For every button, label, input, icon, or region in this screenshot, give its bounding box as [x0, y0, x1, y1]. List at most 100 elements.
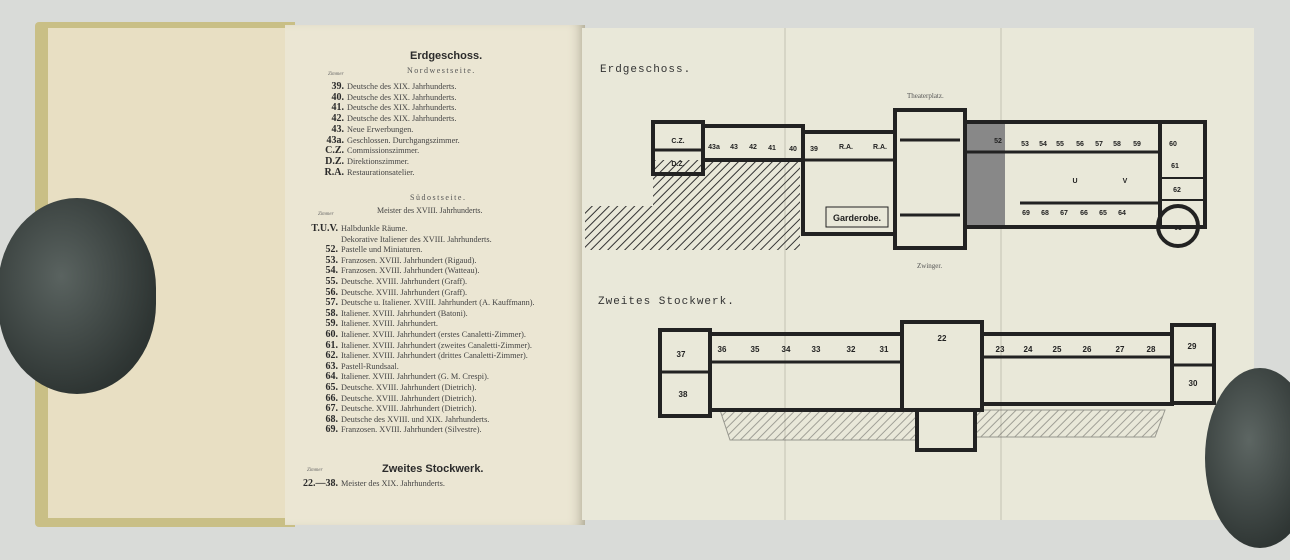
paperweight-right: [1205, 368, 1290, 548]
room-label: 54: [1039, 141, 1047, 148]
hatched-courtyard: [585, 160, 800, 250]
so-heading: Südostseite.: [410, 193, 467, 202]
room-number: 40.: [331, 91, 345, 103]
left-page: [285, 25, 585, 525]
room-label: 59: [1133, 141, 1141, 148]
room-label: 34: [782, 345, 791, 354]
room-description: Deutsche des XIX. Jahrhunderts.: [347, 92, 457, 102]
room-description: Franzosen. XVIII. Jahrhundert (Rigaud).: [341, 255, 477, 265]
room-label: U: [1072, 178, 1077, 185]
room-entry: 40.Deutsche des XIX. Jahrhunderts.: [300, 91, 457, 103]
room-label: 67: [1060, 210, 1068, 217]
room-entry: 66.Deutsche. XVIII. Jahrhundert (Dietric…: [300, 392, 477, 404]
paperweight-left: [0, 198, 156, 394]
room-number: 59.: [325, 318, 339, 330]
room-number: D.Z.: [325, 155, 344, 167]
room-label: 43a: [708, 144, 720, 151]
fold-line: [1000, 28, 1002, 520]
room-entry: Dekorative Italiener des XVIII. Jahrhund…: [300, 235, 492, 245]
room-description: Meister des XIX. Jahrhunderts.: [341, 479, 445, 488]
room-entry: C.Z.Commissionszimmer.: [300, 146, 419, 156]
nw-heading: Nordwestseite.: [407, 66, 476, 75]
room-number: 41.: [331, 102, 345, 114]
plan-ground-title: Erdgeschoss.: [600, 64, 692, 76]
room-description: Italiener. XVIII. Jahrhundert (zweites C…: [341, 340, 532, 350]
room-label: 27: [1116, 345, 1125, 354]
room-number: R.A.: [324, 166, 344, 178]
ground-floor-title: Erdgeschoss.: [410, 50, 483, 62]
room-label: 66: [1080, 210, 1088, 217]
room-label: 53: [1021, 141, 1029, 148]
room-description: Direktionszimmer.: [347, 156, 409, 166]
room-description: Deutsche. XVIII. Jahrhundert (Dietrich).: [341, 383, 477, 392]
room-label: 62: [1173, 187, 1181, 194]
room-description: Franzosen. XVIII. Jahrhundert (Silvestre…: [341, 425, 482, 435]
room-number: 42.: [331, 113, 345, 125]
second-floor-plan: [658, 320, 1216, 452]
room-entry: 41.Deutsche des XIX. Jahrhunderts.: [300, 102, 457, 114]
room-entry: 39.Deutsche des XIX. Jahrhunderts.: [300, 82, 457, 92]
room-label: 39: [810, 146, 818, 153]
room-label: 40: [789, 146, 797, 153]
room-description: Halbdunkle Räume.: [341, 224, 408, 233]
room-entry: 54.Franzosen. XVIII. Jahrhundert (Wattea…: [300, 266, 480, 276]
room-description: Italiener. XVIII. Jahrhundert.: [341, 319, 438, 329]
room-entry: 56.Deutsche. XVIII. Jahrhundert (Graff).: [300, 286, 468, 298]
room-entry: 68.Deutsche des XVIII. und XIX. Jahrhund…: [300, 414, 490, 425]
room-number: 22.—38.: [303, 478, 338, 489]
room-label: 28: [1147, 345, 1156, 354]
room-number: 67.: [325, 403, 339, 415]
room-number: 58.: [325, 307, 339, 319]
room-label: 24: [1024, 345, 1033, 354]
room-entry: 58.Italiener. XVIII. Jahrhundert (Batoni…: [300, 307, 468, 319]
room-description: Dekorative Italiener des XVIII. Jahrhund…: [341, 234, 492, 244]
fold-line: [784, 28, 786, 520]
room-number: 60.: [325, 329, 339, 340]
room-number: 64.: [325, 371, 339, 383]
room-label: 55: [1056, 141, 1064, 148]
room-description: Deutsche des XIX. Jahrhunderts.: [347, 82, 457, 91]
room-label: 37: [677, 350, 686, 359]
room-number: 66.: [325, 392, 339, 404]
room-label: 43: [730, 144, 738, 151]
room-label: 57: [1095, 141, 1103, 148]
room-number: 55.: [325, 276, 339, 287]
second-floor-title: Zweites Stockwerk.: [382, 463, 484, 475]
room-number: T.U.V.: [311, 223, 338, 234]
room-number: 61.: [325, 339, 339, 351]
room-number: 63.: [325, 360, 339, 372]
room-entry: D.Z.Direktionszimmer.: [300, 155, 409, 167]
room-entry: 59.Italiener. XVIII. Jahrhundert.: [300, 318, 439, 330]
zimmer-label: Zimmer: [307, 468, 323, 473]
room-number: 69.: [325, 424, 339, 436]
room-description: Geschlossen. Durchgangszimmer.: [347, 135, 460, 145]
room-label: 52: [994, 138, 1002, 145]
room-number: 56.: [325, 286, 339, 298]
room-label: 29: [1188, 342, 1197, 351]
room-label: 30: [1189, 379, 1198, 388]
room-entry: 52.Pastelle und Miniaturen.: [300, 245, 423, 255]
room-label: C.Z.: [671, 138, 684, 145]
room-number: 57.: [325, 297, 339, 309]
room-label: 38: [679, 390, 688, 399]
zwinger-label: Zwinger.: [917, 262, 943, 270]
room-label: 58: [1113, 141, 1121, 148]
room-number: 43a.: [326, 134, 345, 146]
garderobe-room: [825, 206, 889, 228]
room-label: 42: [749, 144, 757, 151]
room-label: 35: [751, 345, 760, 354]
room-description: Italiener. XVIII. Jahrhundert (Batoni).: [341, 308, 468, 318]
room-description: Deutsche des XIX. Jahrhunderts.: [347, 103, 457, 113]
room-description: Deutsche u. Italiener. XVIII. Jahrhunder…: [341, 298, 535, 308]
zimmer-label: Zimmer: [318, 212, 334, 217]
room-entry: R.A.Restaurationsatelier.: [300, 166, 415, 178]
room-description: Italiener. XVIII. Jahrhundert (drittes C…: [341, 351, 528, 361]
room-entry: 61.Italiener. XVIII. Jahrhundert (zweite…: [300, 339, 532, 351]
room-description: Deutsche. XVIII. Jahrhundert (Dietrich).: [341, 404, 477, 414]
room-label: 56: [1076, 141, 1084, 148]
room-label: 23: [996, 345, 1005, 354]
room-label: 69: [1022, 210, 1030, 217]
room-description: Franzosen. XVIII. Jahrhundert (Watteau).: [341, 266, 480, 276]
theaterplatz-label: Theaterplatz.: [907, 92, 944, 100]
